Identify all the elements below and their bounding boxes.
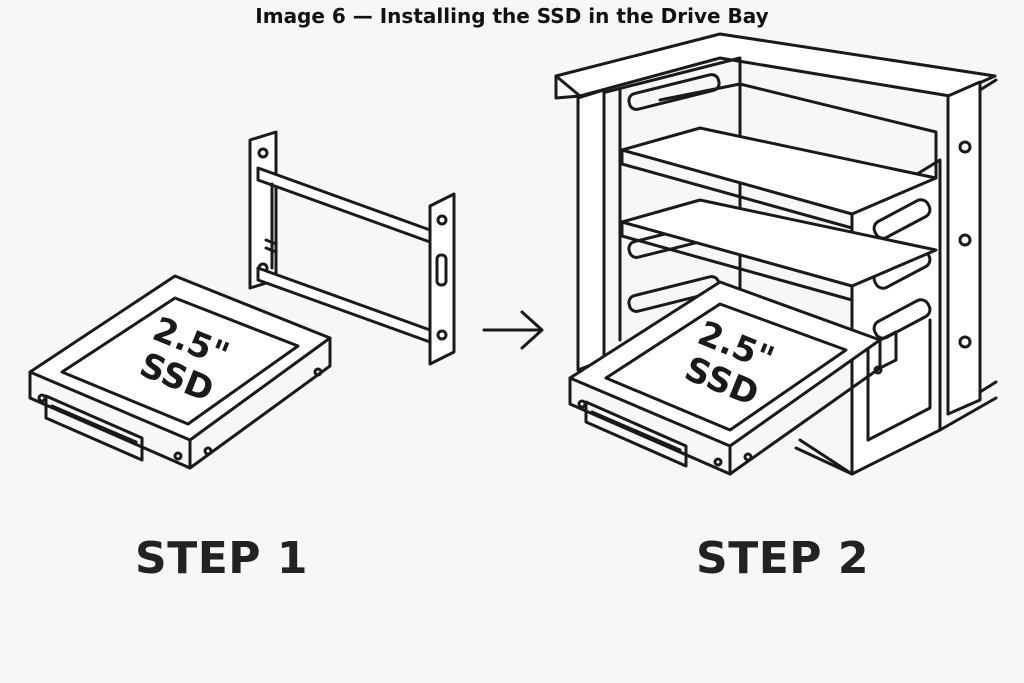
step-1-label: STEP 1	[135, 533, 308, 584]
page-title: Image 6 — Installing the SSD in the Driv…	[255, 4, 769, 28]
ssd-drive-step1	[28, 274, 332, 470]
step-2-label: STEP 2	[696, 533, 869, 584]
drive-cage	[554, 32, 998, 476]
mounting-bracket	[248, 130, 456, 366]
ssd-drive-step2	[568, 280, 898, 476]
right-arrow-icon	[482, 310, 544, 350]
